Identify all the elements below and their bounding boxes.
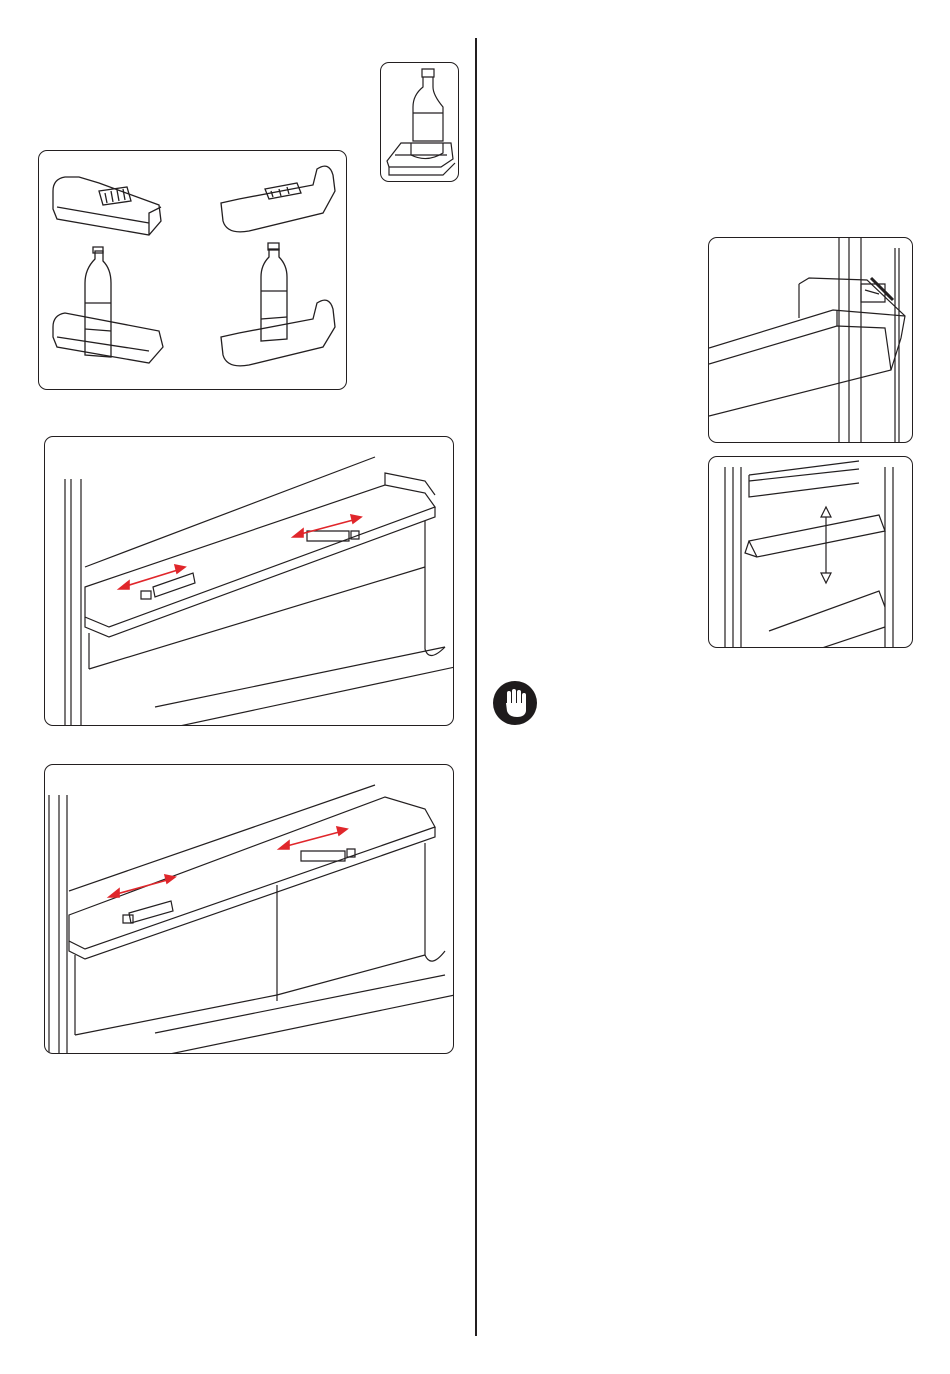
shelf-double-illustration — [45, 765, 454, 1054]
door-shelf-bottles-figure — [38, 150, 347, 390]
stop-hand-icon — [493, 681, 537, 725]
shelf-single-illustration — [45, 437, 454, 726]
wine-bottle-icon — [381, 63, 459, 182]
door-shelf-clip-figure — [708, 237, 913, 443]
door-shelf-height-illustration — [709, 457, 913, 648]
door-shelf-clip-illustration — [709, 238, 913, 443]
door-shelf-height-figure — [708, 456, 913, 648]
door-shelf-illustration — [39, 151, 347, 390]
shelf-slider-single-figure — [44, 436, 454, 726]
column-divider — [475, 38, 477, 1336]
bottle-holder-inset — [380, 62, 459, 182]
shelf-slider-double-figure — [44, 764, 454, 1054]
